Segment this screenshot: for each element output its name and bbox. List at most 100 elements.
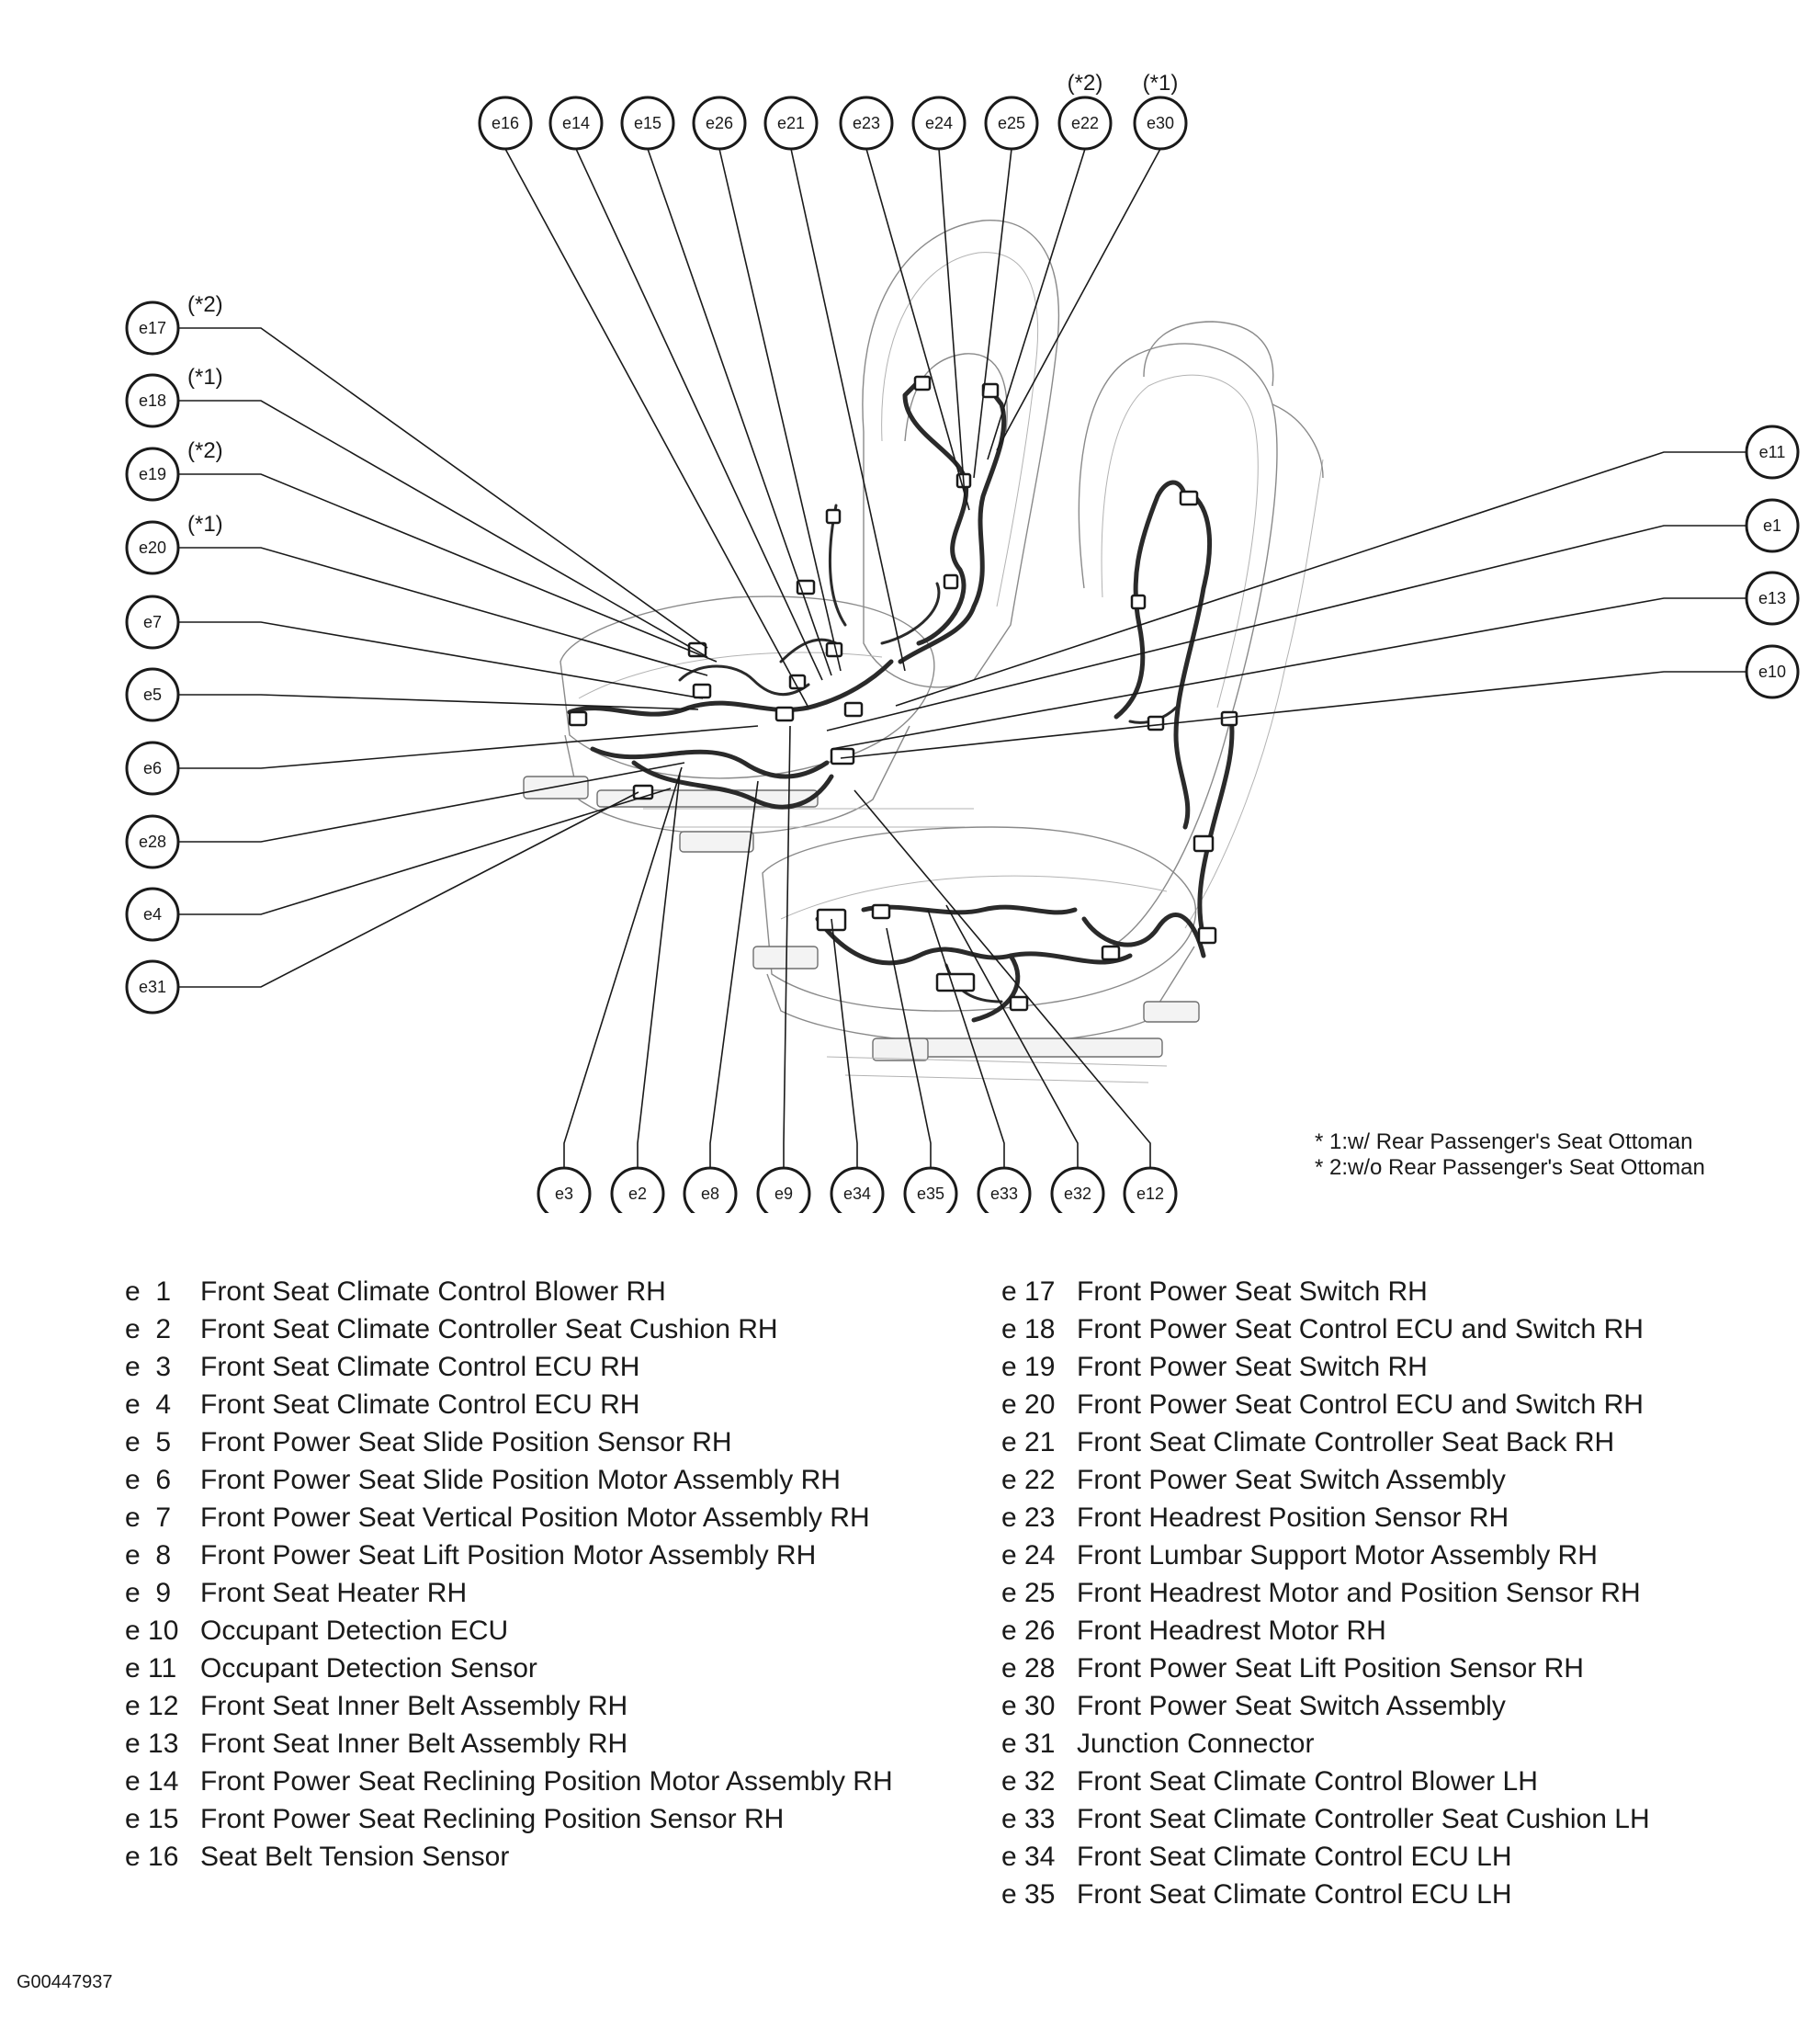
callout-circle <box>478 96 533 151</box>
callout-e14: e14 <box>548 96 604 151</box>
callout-e22: e22(*2) <box>1057 71 1113 151</box>
leader-e3 <box>563 766 683 1168</box>
leader-e31 <box>178 791 639 988</box>
callout-circle <box>984 96 1039 151</box>
callout-circle <box>125 887 180 942</box>
callout-circle <box>1745 571 1800 626</box>
callout-code: e33 <box>990 1185 1018 1203</box>
leader-e23 <box>865 148 970 511</box>
legend-code: e 8 <box>125 1540 172 1570</box>
callout-code: e6 <box>143 759 162 777</box>
callout-code: e20 <box>139 539 166 557</box>
footnote-2: * 2:w/o Rear Passenger's Seat Ottoman <box>1315 1155 1705 1180</box>
leader-e8 <box>709 780 759 1168</box>
callout-e18: e18(*1) <box>125 365 223 428</box>
legend-name: Front Seat Climate Controller Seat Back … <box>1077 1427 1615 1457</box>
callout-note: (*2) <box>187 292 223 317</box>
callout-code: e25 <box>998 114 1025 132</box>
callout-circle <box>911 96 967 151</box>
legend-name: Front Lumbar Support Motor Assembly RH <box>1077 1540 1598 1570</box>
callout-circle <box>1133 96 1188 151</box>
legend-name: Front Seat Inner Belt Assembly RH <box>200 1729 628 1759</box>
legend-name: Front Seat Inner Belt Assembly RH <box>200 1691 628 1721</box>
leader-e11 <box>895 451 1747 707</box>
legend-name: Front Seat Climate Control ECU RH <box>200 1352 640 1382</box>
callout-circle <box>1050 1166 1105 1213</box>
legend-code: e 6 <box>125 1465 172 1495</box>
legend-name: Front Power Seat Switch Assembly <box>1077 1691 1506 1721</box>
legend-name: Front Power Seat Lift Position Motor Ass… <box>200 1540 817 1570</box>
callout-code: e31 <box>139 978 166 996</box>
callout-e11: e11 <box>1745 425 1800 480</box>
leader-e9 <box>783 725 791 1168</box>
leader-e7 <box>178 621 704 699</box>
callout-e7: e7 <box>125 595 180 650</box>
leader-e28 <box>178 762 685 843</box>
callout-e21: e21 <box>763 96 819 151</box>
legend-name: Seat Belt Tension Sensor <box>200 1842 510 1872</box>
callout-code: e16 <box>492 114 519 132</box>
callout-e30: e30(*1) <box>1133 71 1188 151</box>
legend-name: Front Seat Climate Control ECU LH <box>1077 1842 1512 1872</box>
legend-code: e 1 <box>125 1276 172 1307</box>
callout-circle <box>763 96 819 151</box>
legend-name: Front Seat Climate Controller Seat Cushi… <box>200 1314 778 1344</box>
callout-circle <box>977 1166 1032 1213</box>
callout-code: e21 <box>777 114 805 132</box>
callout-circle <box>125 741 180 796</box>
callout-circle <box>125 520 180 575</box>
callout-circle <box>1745 644 1800 699</box>
legend-name: Front Power Seat Switch Assembly <box>1077 1465 1506 1495</box>
callout-code: e10 <box>1758 663 1786 681</box>
callout-circle <box>125 373 180 428</box>
leader-e17 <box>178 327 708 649</box>
callout-circle <box>1745 425 1800 480</box>
legend-item: e 2 Front Seat Climate Controller Seat Cu… <box>125 1310 990 1348</box>
callout-circle <box>692 96 747 151</box>
legend-name: Front Power Seat Control ECU and Switch … <box>1077 1314 1644 1344</box>
leader-e19 <box>178 473 718 663</box>
legend-name: Front Headrest Motor and Position Sensor… <box>1077 1578 1641 1608</box>
callout-note: (*1) <box>187 512 223 537</box>
legend-item: e 5 Front Power Seat Slide Position Senso… <box>125 1423 990 1461</box>
footnote-1: * 1:w/ Rear Passenger's Seat Ottoman <box>1315 1129 1693 1154</box>
legend-code: e 33 <box>1001 1804 1056 1834</box>
callout-code: e35 <box>917 1185 944 1203</box>
callout-code: e9 <box>774 1185 793 1203</box>
callout-e17: e17(*2) <box>125 292 223 356</box>
legend-code: e 17 <box>1001 1276 1056 1307</box>
callout-code: e4 <box>143 905 162 924</box>
legend-name: Front Power Seat Vertical Position Motor… <box>200 1502 870 1533</box>
callout-e26: e26 <box>692 96 747 151</box>
callout-code: e22 <box>1071 114 1099 132</box>
legend-code: e 30 <box>1001 1691 1056 1721</box>
callout-e20: e20 (*1) <box>125 512 223 575</box>
callout-circle <box>125 814 180 869</box>
callout-code: e19 <box>139 465 166 483</box>
callout-code: e1 <box>1763 516 1781 535</box>
legend-code: e 20 <box>1001 1389 1056 1420</box>
legend-name: Front Power Seat Switch RH <box>1077 1276 1428 1307</box>
callout-code: e12 <box>1136 1185 1164 1203</box>
callout-e10: e10 <box>1745 644 1800 699</box>
callout-circle <box>125 447 180 502</box>
callout-note: (*1) <box>1143 71 1179 96</box>
legend-code: e 5 <box>125 1427 172 1457</box>
legend-code: e 2 <box>125 1314 172 1344</box>
callout-code: e5 <box>143 686 162 704</box>
legend-name: Front Power Seat Slide Position Sensor R… <box>200 1427 732 1457</box>
